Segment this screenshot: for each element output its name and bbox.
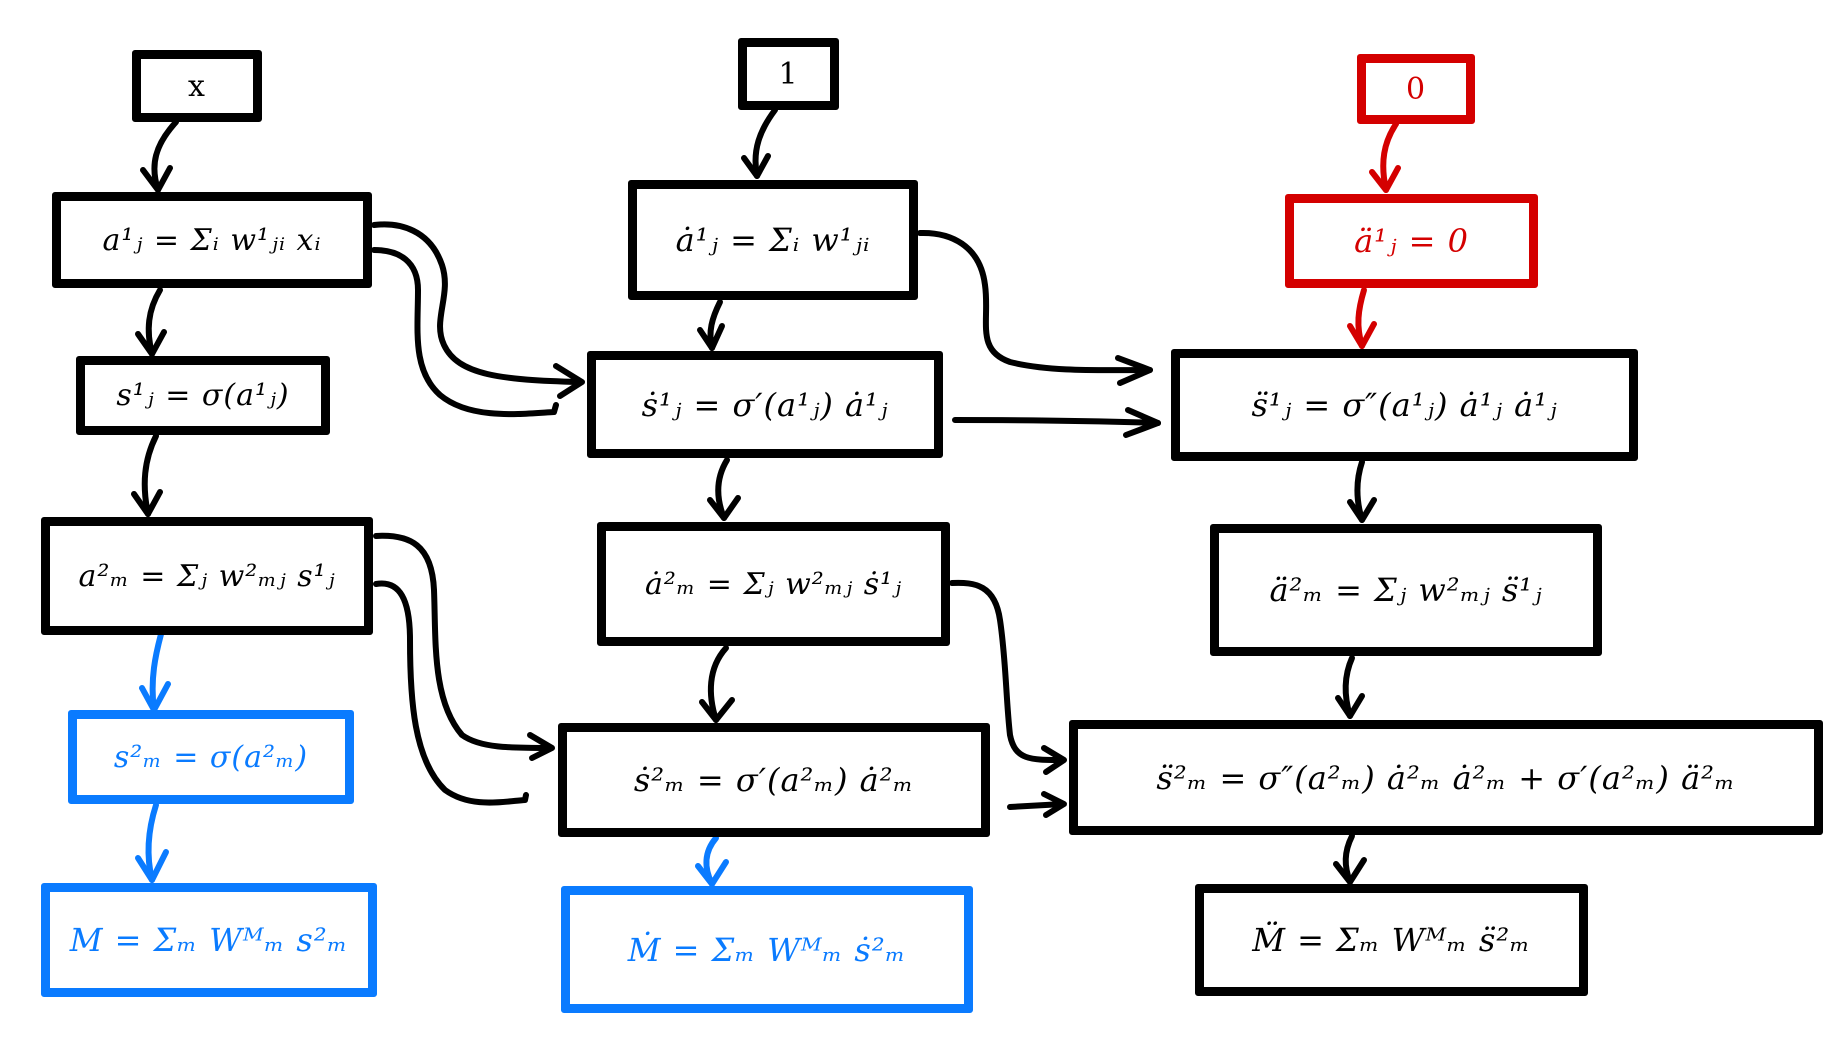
- node-s2-ddot: s̈²ₘ = σ″(a²ₘ) ȧ²ₘ ȧ²ₘ + σ′(a²ₘ) ä²ₘ: [1069, 720, 1823, 835]
- edge-a2-to-s2dot-tail: [373, 580, 529, 806]
- node-s2-output: s²ₘ = σ(a²ₘ): [68, 710, 354, 804]
- node-M-ddot: M̈ = Σₘ Wᴹₘ s̈²ₘ: [1195, 884, 1588, 996]
- node-label: ȧ²ₘ = Σⱼ w²ₘⱼ ṡ¹ⱼ: [644, 566, 903, 602]
- edge-s2dot-to-s2ddot: [1007, 791, 1067, 818]
- node-label: ä¹ⱼ = 0: [1354, 222, 1469, 260]
- edge-a1-to-s1: [135, 287, 167, 357]
- node-M-dot-output: Ṁ = Σₘ Wᴹₘ ṡ²ₘ: [561, 886, 973, 1013]
- node-a1-ddot: ä¹ⱼ = 0: [1285, 194, 1538, 288]
- node-a1: a¹ⱼ = Σᵢ w¹ⱼᵢ xᵢ: [52, 192, 372, 288]
- node-input-zero: 0: [1357, 54, 1475, 124]
- node-label: ṡ²ₘ = σ′(a²ₘ) ȧ²ₘ: [633, 761, 915, 799]
- edge-s2ddot-to-Mddot: [1333, 833, 1367, 885]
- node-input-one: 1: [738, 38, 839, 110]
- node-label: ṡ¹ⱼ = σ′(a¹ⱼ) ȧ¹ⱼ: [641, 385, 889, 424]
- node-M-output: M = Σₘ Wᴹₘ s²ₘ: [41, 883, 377, 997]
- edge-a2dot-to-s2dot: [699, 645, 735, 723]
- edge-a1dot-to-s1dot: [697, 299, 725, 351]
- node-a2: a²ₘ = Σⱼ w²ₘⱼ s¹ⱼ: [41, 517, 373, 635]
- node-label: 1: [778, 56, 799, 92]
- node-input-x: x: [132, 50, 262, 122]
- node-s2-dot: ṡ²ₘ = σ′(a²ₘ) ȧ²ₘ: [558, 723, 990, 837]
- edge-a2-to-s2: [139, 624, 171, 713]
- edge-s1dot-to-a2dot: [707, 457, 741, 521]
- edge-a2-to-s2dot-arrow: [373, 532, 555, 761]
- node-label: ä²ₘ = Σⱼ w²ₘⱼ s̈¹ⱼ: [1269, 571, 1543, 609]
- node-s1-ddot: s̈¹ⱼ = σ″(a¹ⱼ) ȧ¹ⱼ ȧ¹ⱼ: [1171, 349, 1638, 461]
- node-a1-dot: ȧ¹ⱼ = Σᵢ w¹ⱼᵢ: [628, 180, 918, 300]
- node-label: s̈¹ⱼ = σ″(a¹ⱼ) ȧ¹ⱼ ȧ¹ⱼ: [1251, 386, 1558, 424]
- node-a2-ddot: ä²ₘ = Σⱼ w²ₘⱼ s̈¹ⱼ: [1210, 524, 1602, 656]
- node-label: s̈²ₘ = σ″(a²ₘ) ȧ²ₘ ȧ²ₘ + σ′(a²ₘ) ä²ₘ: [1156, 758, 1736, 797]
- node-label: 0: [1405, 71, 1427, 107]
- node-label: x: [188, 68, 206, 104]
- edge-s1ddot-to-a2ddot: [1347, 459, 1377, 523]
- edge-a1ddot-to-s1ddot: [1347, 287, 1377, 349]
- edge-a2ddot-to-s2ddot: [1335, 655, 1365, 719]
- edge-one-to-a1dot: [741, 107, 778, 179]
- edge-a1-to-s1dot-arrow: [371, 221, 585, 399]
- edge-a1-to-s1dot-tail: [371, 247, 559, 418]
- edge-zero-to-a1ddot: [1369, 121, 1401, 193]
- node-s1: s¹ⱼ = σ(a¹ⱼ): [76, 356, 330, 435]
- node-label: Ṁ = Σₘ Wᴹₘ ṡ²ₘ: [627, 930, 907, 969]
- node-label: M̈ = Σₘ Wᴹₘ s̈²ₘ: [1252, 921, 1531, 959]
- node-label: s²ₘ = σ(a²ₘ): [113, 739, 309, 775]
- node-label: M = Σₘ Wᴹₘ s²ₘ: [69, 921, 349, 959]
- edge-x-to-a1: [140, 119, 179, 193]
- edge-s2-to-M: [135, 802, 169, 883]
- node-label: s¹ⱼ = σ(a¹ⱼ): [116, 378, 290, 413]
- node-label: a²ₘ = Σⱼ w²ₘⱼ s¹ⱼ: [78, 558, 336, 594]
- node-label: a¹ⱼ = Σᵢ w¹ⱼᵢ xᵢ: [102, 222, 322, 258]
- node-a2-dot: ȧ²ₘ = Σⱼ w²ₘⱼ ṡ¹ⱼ: [597, 522, 950, 646]
- edge-s1-to-a2: [131, 433, 163, 517]
- edge-s1dot-to-s1ddot: [952, 407, 1161, 438]
- node-label: ȧ¹ⱼ = Σᵢ w¹ⱼᵢ: [675, 221, 871, 259]
- node-s1-dot: ṡ¹ⱼ = σ′(a¹ⱼ) ȧ¹ⱼ: [587, 351, 943, 458]
- edge-a1dot-to-s1ddot: [917, 229, 1153, 386]
- edge-s2dot-to-Mdot: [695, 835, 729, 887]
